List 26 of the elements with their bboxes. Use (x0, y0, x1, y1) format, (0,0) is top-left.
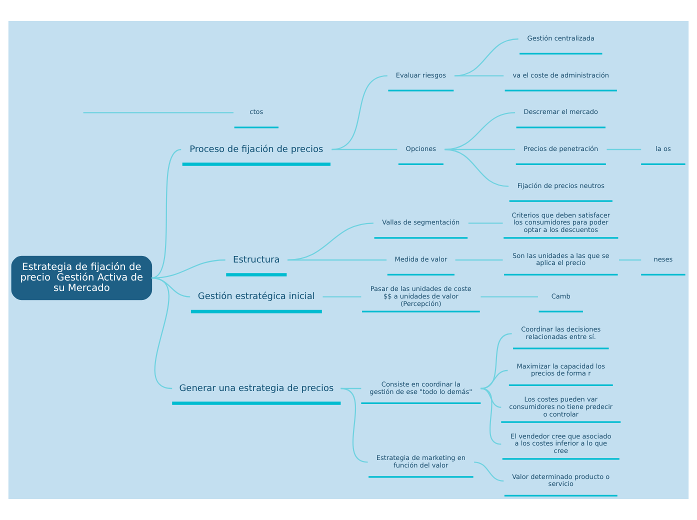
node-text: Estructura (233, 255, 280, 266)
connector (468, 222, 503, 224)
connector (480, 388, 502, 445)
connector (606, 148, 642, 150)
connector (151, 148, 182, 279)
connector (480, 388, 502, 408)
connector (480, 370, 508, 390)
connector (83, 112, 234, 114)
connector (444, 148, 509, 187)
connector (454, 75, 504, 76)
connector (152, 277, 172, 390)
connector (474, 462, 504, 482)
connector (444, 112, 516, 150)
node-text: Generar una estrategia de precios (179, 384, 334, 394)
connector (288, 259, 387, 261)
connector (480, 296, 538, 298)
connector (332, 148, 398, 150)
node-box: Estrategia de fijación de precio Gestión Activa de su Mercado (11, 256, 152, 300)
node-text: Proceso de fijación de precios (190, 144, 324, 155)
connector (322, 296, 362, 298)
connector (340, 388, 368, 463)
connector (455, 259, 503, 261)
connector (480, 333, 512, 390)
connector (619, 259, 642, 261)
node-text: Gestión estratégica inicial (198, 292, 315, 302)
connector (454, 38, 518, 76)
